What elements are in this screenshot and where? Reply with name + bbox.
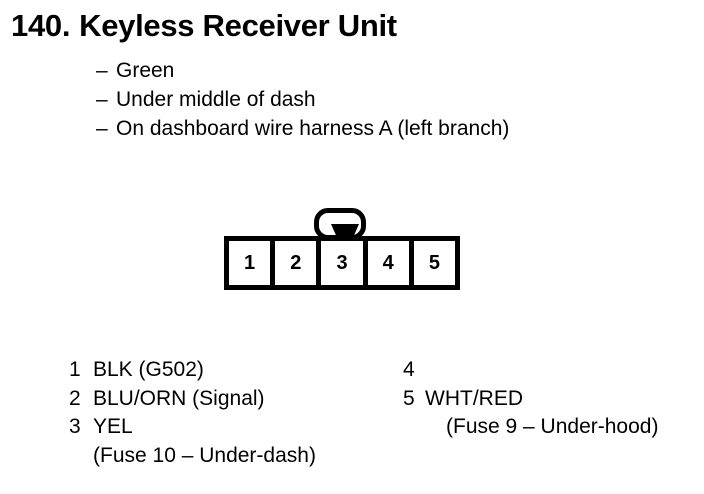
connector-latch-notch-icon — [331, 224, 359, 238]
bullet-dash-icon: – — [96, 59, 108, 82]
page-title-number: 140. — [11, 8, 71, 43]
legend-pin-number: 3 — [69, 415, 81, 438]
bullet-dash-icon: – — [96, 117, 108, 140]
description-item-label: On dashboard wire harness A (left branch… — [116, 117, 510, 140]
connector-terminal-3: 3 — [321, 241, 368, 285]
legend-pin-number: 4 — [403, 358, 415, 381]
legend-fuse-note-left: (Fuse 10 – Under-dash) — [93, 443, 316, 467]
legend-pin-number: 2 — [69, 386, 81, 410]
legend-wire-label: BLK (G502) — [93, 358, 204, 381]
connector-terminal-4: 4 — [367, 241, 414, 285]
legend-wire-label: WHT/RED — [425, 386, 523, 410]
connector-body: 1 2 3 4 5 — [224, 236, 460, 290]
connector-diagram: 1 2 3 4 5 — [224, 208, 460, 292]
description-list: – Green – Under middle of dash – On dash… — [96, 56, 676, 143]
description-item-location: – Under middle of dash — [96, 85, 676, 114]
description-item-label: Under middle of dash — [116, 88, 316, 111]
legend-row-3: 3 YEL — [69, 413, 389, 442]
legend-row-5: 5 WHT/RED — [403, 385, 693, 414]
legend-pin-number: 1 — [69, 358, 81, 381]
description-item-harness: – On dashboard wire harness A (left bran… — [96, 114, 676, 143]
terminal-legend-right: 4 5 WHT/RED (Fuse 9 – Under-hood) — [403, 356, 693, 442]
legend-pin-number: 5 — [403, 386, 415, 410]
legend-wire-label: YEL — [93, 415, 133, 438]
connector-terminal-2: 2 — [275, 241, 322, 285]
legend-fuse-note-right: (Fuse 9 – Under-hood) — [446, 415, 659, 438]
connector-terminal-5: 5 — [413, 241, 456, 285]
legend-wire-label: BLU/ORN (Signal) — [93, 386, 265, 410]
legend-row-1: 1 BLK (G502) — [69, 356, 389, 385]
bullet-dash-icon: – — [96, 88, 108, 111]
description-item-label: Green — [116, 59, 175, 82]
terminal-legend-left: 1 BLK (G502) 2 BLU/ORN (Signal) 3 YEL (F… — [69, 356, 389, 470]
connector-terminal-1: 1 — [229, 241, 276, 285]
legend-row-4: 4 — [403, 356, 693, 385]
page-title: 140.Keyless Receiver Unit — [11, 8, 397, 44]
description-item-color: – Green — [96, 56, 676, 85]
legend-row-2: 2 BLU/ORN (Signal) — [69, 385, 389, 414]
page-title-name: Keyless Receiver Unit — [79, 8, 397, 43]
